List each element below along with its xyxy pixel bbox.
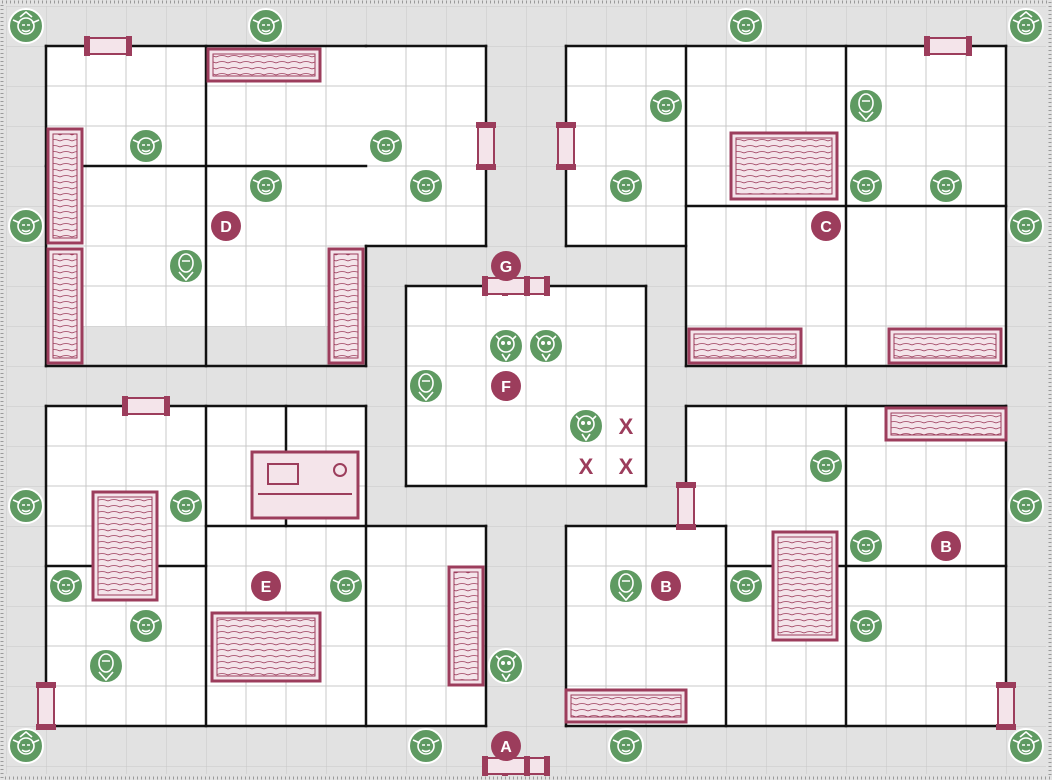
weapons-rack: [564, 688, 688, 724]
fimir-icon: [168, 248, 204, 284]
table: [771, 530, 839, 642]
skeleton-icon: [488, 648, 524, 684]
skeleton-icon: [528, 328, 564, 364]
skeleton-icon: [488, 328, 524, 364]
door: [924, 36, 972, 56]
marker-d-label: D: [220, 219, 232, 236]
table: [729, 131, 839, 201]
weapons-rack: [884, 406, 1008, 442]
door: [476, 122, 496, 170]
alchemist-bench: [250, 450, 360, 520]
goblin-icon: [728, 568, 764, 604]
walls-layer: [44, 44, 1008, 728]
marker-b-label: B: [660, 579, 672, 596]
goblin-icon: [848, 168, 884, 204]
fimir-icon: [848, 88, 884, 124]
goblin-icon: [328, 568, 364, 604]
goblin-icon: [608, 728, 644, 764]
bookcase: [327, 247, 365, 365]
door: [556, 122, 576, 170]
marker-b-label: B: [940, 539, 952, 556]
orc-icon: [8, 8, 44, 44]
goblin-icon: [8, 488, 44, 524]
goblin-icon: [248, 8, 284, 44]
door: [996, 682, 1016, 730]
door: [84, 36, 132, 56]
fireplace: [447, 565, 485, 687]
bookcase: [687, 327, 803, 365]
x-mark: X: [579, 454, 594, 479]
marker-d: D: [211, 211, 241, 241]
goblin-icon: [1008, 208, 1044, 244]
marker-a-label: A: [500, 739, 512, 756]
marker-b: B: [651, 571, 681, 601]
bookcase: [46, 247, 84, 365]
marker-g-label: G: [500, 259, 512, 276]
skeleton-icon: [568, 408, 604, 444]
bookcase: [206, 47, 322, 83]
goblin-icon: [1008, 488, 1044, 524]
goblin-icon: [848, 608, 884, 644]
goblin-icon: [368, 128, 404, 164]
marker-g: G: [491, 251, 521, 281]
orc-icon: [1008, 728, 1044, 764]
goblin-icon: [408, 728, 444, 764]
door: [122, 396, 170, 416]
goblin-icon: [848, 528, 884, 564]
x-mark: X: [619, 414, 634, 439]
marker-b: B: [931, 531, 961, 561]
goblin-icon: [168, 488, 204, 524]
orc-icon: [8, 728, 44, 764]
goblin-icon: [128, 608, 164, 644]
furniture-layer: [46, 47, 1008, 724]
x-mark: X: [619, 454, 634, 479]
marker-f-label: F: [501, 379, 511, 396]
door: [36, 682, 56, 730]
goblin-icon: [248, 168, 284, 204]
orc-icon: [1008, 8, 1044, 44]
marker-e: E: [251, 571, 281, 601]
goblin-icon: [808, 448, 844, 484]
goblin-icon: [8, 208, 44, 244]
marker-a: A: [491, 731, 521, 761]
goblin-icon: [408, 168, 444, 204]
marker-e-label: E: [261, 579, 272, 596]
marker-f: F: [491, 371, 521, 401]
marker-c: C: [811, 211, 841, 241]
marker-c-label: C: [820, 219, 832, 236]
goblin-icon: [128, 128, 164, 164]
goblin-icon: [728, 8, 764, 44]
fimir-icon: [88, 648, 124, 684]
table: [91, 490, 159, 602]
goblin-icon: [648, 88, 684, 124]
fimir-icon: [408, 368, 444, 404]
table: [210, 611, 322, 683]
goblin-icon: [48, 568, 84, 604]
goblin-icon: [928, 168, 964, 204]
goblin-icon: [608, 168, 644, 204]
bookcase: [887, 327, 1003, 365]
doors-layer: [36, 36, 1016, 776]
fimir-icon: [608, 568, 644, 604]
monsters-layer: [8, 8, 1044, 764]
door: [676, 482, 696, 530]
bookcase: [46, 127, 84, 245]
